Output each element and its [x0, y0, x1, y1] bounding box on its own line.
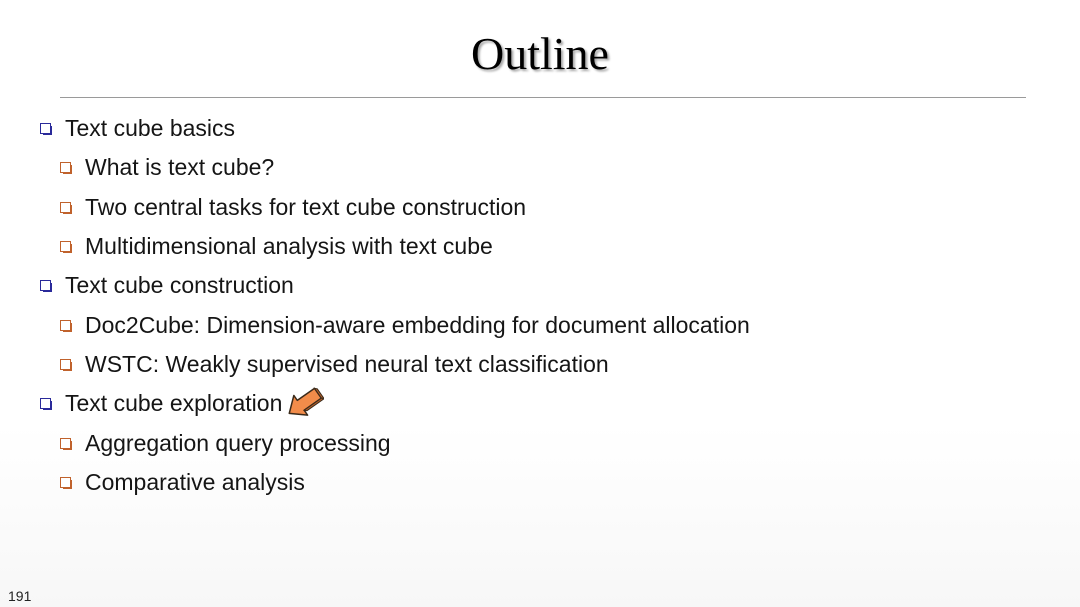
square-bullet-icon [60, 201, 72, 214]
left-pointing-arrow-icon [288, 387, 325, 416]
square-bullet-icon [40, 280, 52, 293]
square-bullet-icon [60, 476, 72, 489]
square-bullet-icon [40, 123, 52, 136]
bullet-doc2cube: Doc2Cube: Dimension-aware embedding for … [40, 305, 750, 344]
bullet-label: Multidimensional analysis with text cube [85, 233, 493, 260]
bullet-label: Doc2Cube: Dimension-aware embedding for … [85, 311, 750, 338]
bullet-label: What is text cube? [85, 154, 275, 181]
bullet-text-cube-construction: Text cube construction [40, 266, 750, 305]
bullet-label: Two central tasks for text cube construc… [85, 193, 527, 220]
square-bullet-icon [60, 437, 72, 450]
square-bullet-icon [40, 398, 52, 411]
bullet-label: WSTC: Weakly supervised neural text clas… [85, 350, 609, 377]
bullet-multidimensional-analysis: Multidimensional analysis with text cube [40, 227, 750, 266]
square-bullet-icon [60, 319, 72, 332]
square-bullet-icon [60, 241, 72, 254]
bullet-comparative-analysis: Comparative analysis [40, 463, 750, 502]
bullet-two-central-tasks: Two central tasks for text cube construc… [40, 188, 750, 227]
bullet-what-is-text-cube: What is text cube? [40, 148, 750, 187]
slide-title: Outline [471, 28, 609, 79]
bullet-label: Text cube construction [65, 272, 294, 299]
bullet-wstc: WSTC: Weakly supervised neural text clas… [40, 345, 750, 384]
bullet-label: Comparative analysis [85, 468, 305, 495]
page-number: 191 [8, 588, 32, 604]
bullet-text-cube-exploration: Text cube exploration [40, 384, 750, 423]
outline-list: Text cube basics What is text cube? Two … [40, 109, 750, 502]
square-bullet-icon [60, 162, 72, 175]
bullet-text-cube-basics: Text cube basics [40, 109, 750, 148]
bullet-label: Aggregation query processing [85, 429, 391, 456]
bullet-label: Text cube exploration [65, 390, 283, 417]
square-bullet-icon [60, 358, 72, 371]
bullet-aggregation-query: Aggregation query processing [40, 423, 750, 462]
bullet-label: Text cube basics [65, 115, 236, 142]
title-divider [60, 97, 1026, 98]
